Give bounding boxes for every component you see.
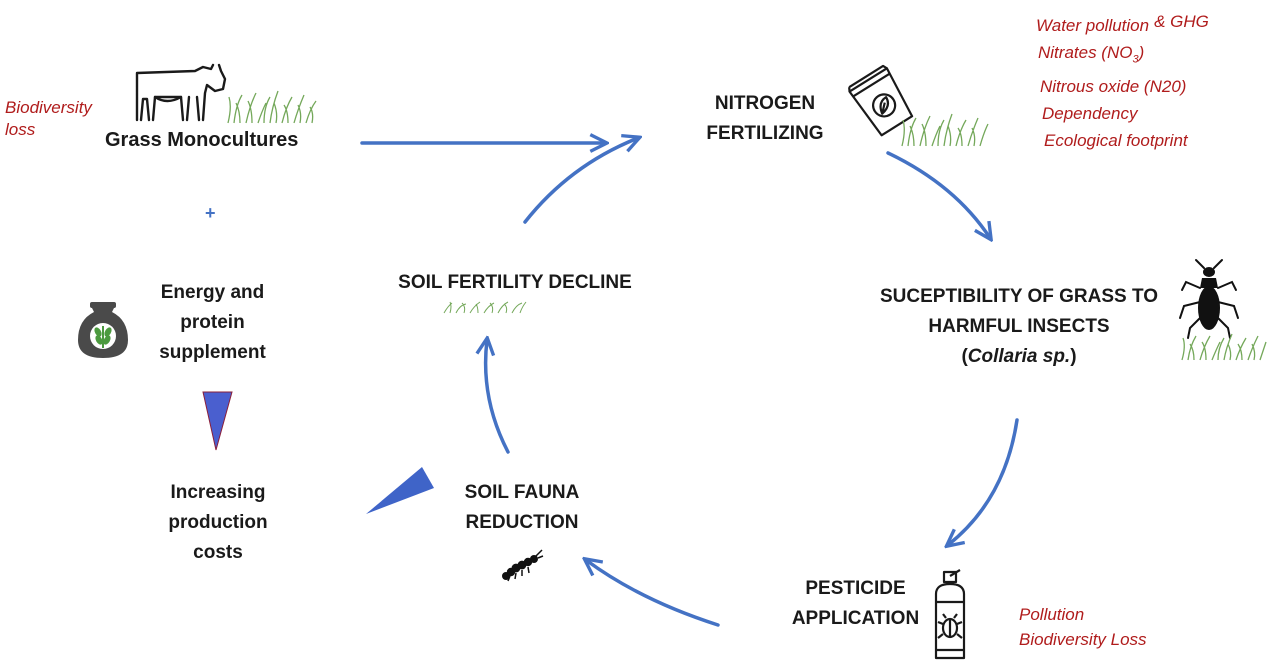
grass-icon xyxy=(227,90,317,124)
soil-fertility-label: SOIL FERTILITY DECLINE xyxy=(398,272,632,293)
nitrogen-impacts: Water pollution& GHG Nitrates (NO3) Nitr… xyxy=(1036,12,1209,151)
spray-can-icon xyxy=(934,569,966,660)
grass-icon xyxy=(443,301,527,314)
arrow-fauna-to-fertility xyxy=(486,340,510,454)
cow-icon xyxy=(135,63,227,122)
plus-sign: + xyxy=(205,203,216,223)
insect-icon xyxy=(1179,259,1239,339)
grass-monocultures-label: Grass Monocultures xyxy=(105,129,299,151)
wedge-fauna-to-costs xyxy=(366,467,434,514)
larva-icon xyxy=(502,549,544,582)
arrow-susceptibility-to-pesticide xyxy=(948,418,1019,545)
arrow-nitrogen-to-susceptibility xyxy=(886,151,990,238)
arrow-fertility-to-nitrogen xyxy=(523,138,638,224)
arrow-pesticide-to-fauna xyxy=(586,560,720,627)
fertilizer-bag-icon xyxy=(848,64,914,137)
grass-icon xyxy=(1181,333,1267,361)
grass-icon xyxy=(901,113,989,147)
supplement-sack-icon xyxy=(78,302,128,358)
wedge-supplement-to-costs xyxy=(202,391,233,451)
